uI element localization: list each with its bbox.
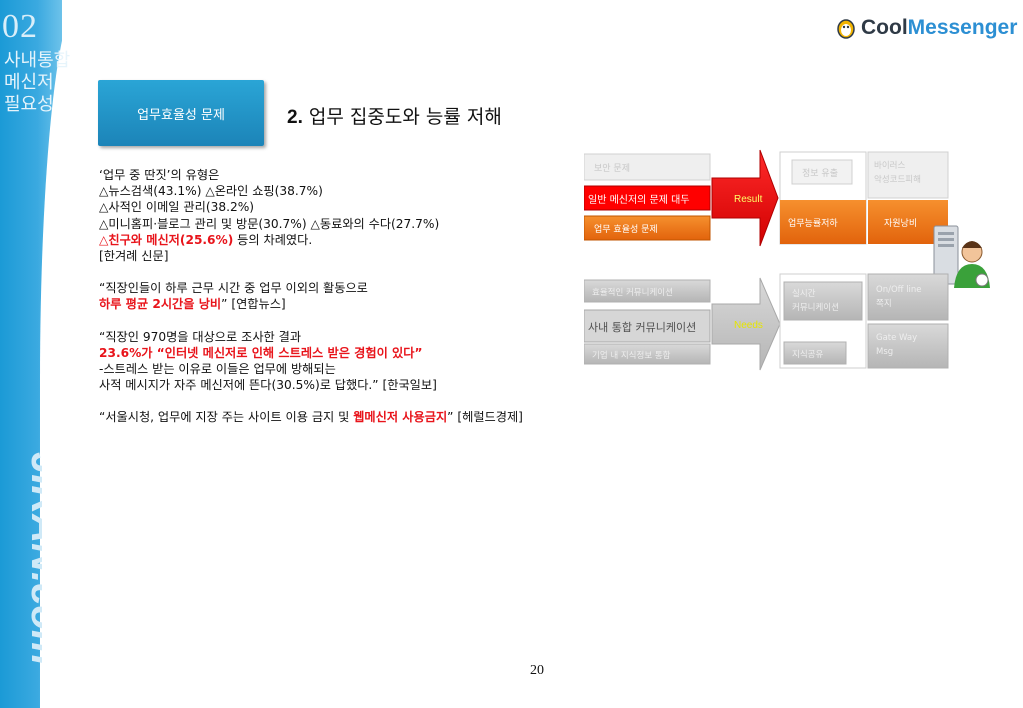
general-messenger-label: 일반 메신저의 문제 대두 <box>588 194 690 206</box>
text-run: 등의 차례였다. <box>233 232 313 247</box>
heading-number: 2. <box>287 107 303 128</box>
paragraph-3: “직장인 970명을 대상으로 조사한 결과 23.6%가 “인터넷 메신저로 … <box>99 329 579 394</box>
text-line: △미니홈피·블로그 관리 및 방문(30.7%) △동료와의 수다(27.7%) <box>99 216 440 231</box>
integrated-comm-box <box>584 309 711 343</box>
security-box <box>584 153 711 181</box>
efficiency-box <box>584 215 711 241</box>
knowledge-box <box>584 343 711 365</box>
section-title-line: 사내통합 <box>4 50 71 71</box>
paragraph-2: “직장인들이 하루 근무 시간 중 업무 이외의 활동으로 하루 평균 2시간을… <box>99 280 579 312</box>
text-line: 하루 평균 2시간을 낭비” [연합뉴스] <box>99 296 579 312</box>
source-citation: [한겨례 신문] <box>99 249 169 264</box>
leak-box <box>791 159 853 185</box>
gateway-box <box>867 323 949 369</box>
highlight-text: 23.6%가 “인터넷 메신저로 인해 스트레스 받은 경험이 있다” <box>99 345 423 360</box>
text-line: △사적인 이메일 관리(38.2%) <box>99 200 255 215</box>
mascot-icon <box>837 19 855 39</box>
section-title-line: 필요성 <box>4 94 54 115</box>
realtime-box <box>783 281 863 321</box>
knowledge-share-box <box>783 341 847 365</box>
efficiency-label: 업무 효율성 문제 <box>594 224 658 235</box>
text-run: “서울시청, 업무에 지장 주는 사이트 이용 금지 및 <box>99 410 354 425</box>
productivity-label: 업무능률저하 <box>788 218 838 229</box>
virus-box <box>867 151 949 199</box>
section-title: 사내통합 메신저 필요성 <box>4 50 94 116</box>
slide-heading: 2. 업무 집중도와 능률 저해 <box>287 102 502 129</box>
paragraph-4: “서울시청, 업무에 지장 주는 사이트 이용 금지 및 웹메신저 사용금지” … <box>99 409 579 425</box>
result-label: Result <box>734 194 763 205</box>
highlight-text: 하루 평균 2시간을 낭비 <box>99 297 222 312</box>
coolmessenger-logo: CoolMessenger <box>836 16 1017 40</box>
text-line: 사적 메시지가 자주 메신저에 뜬다(30.5%)로 답했다.” [한국일보] <box>99 378 437 393</box>
leak-label: 정보 유출 <box>802 168 838 179</box>
problem-needs-diagram: 보안 문제 일반 메신저의 문제 대두 업무 효율성 문제 Result 정보 … <box>584 149 990 371</box>
knowledge-label: 기업 내 지식정보 통합 <box>592 350 671 361</box>
general-messenger-box <box>584 185 711 211</box>
topic-tab: 업무효율성 문제 <box>98 80 264 146</box>
jiran-brand-logo: JIRAN.com <box>23 452 42 665</box>
logo-text-messenger: Messenger <box>907 16 1018 39</box>
text-line: “직장인들이 하루 근무 시간 중 업무 이외의 활동으로 <box>99 281 368 296</box>
text-line: ‘업무 중 딴짓’의 유형은 <box>99 168 220 182</box>
topic-tab-label: 업무효율성 문제 <box>137 107 225 123</box>
waste-label: 자원낭비 <box>884 218 917 229</box>
needs-arrow <box>711 277 781 371</box>
svg-text:JIRAN.com: JIRAN.com <box>23 452 42 665</box>
needs-label: Needs <box>734 320 763 331</box>
text-line: △친구와 메신저(25.6%) 등의 차례였다. <box>99 232 579 248</box>
text-line: “직장인 970명을 대상으로 조사한 결과 <box>99 329 302 344</box>
body-text: ‘업무 중 딴짓’의 유형은 △뉴스검색(43.1%) △온라인 쇼핑(38.7… <box>99 167 579 442</box>
result-arrow <box>711 149 779 247</box>
heading-text: 업무 집중도와 능률 저해 <box>308 106 502 128</box>
paragraph-1: ‘업무 중 딴짓’의 유형은 △뉴스검색(43.1%) △온라인 쇼핑(38.7… <box>99 167 579 264</box>
section-title-line: 메신저 <box>4 72 54 93</box>
text-line: △뉴스검색(43.1%) △온라인 쇼핑(38.7%) <box>99 184 323 199</box>
server-user-icon <box>933 225 990 288</box>
highlight-text: △친구와 메신저(25.6%) <box>99 232 234 247</box>
onoff-box <box>867 273 949 321</box>
integrated-comm-label: 사내 통합 커뮤니케이션 <box>588 321 696 334</box>
page-number: 20 <box>530 663 544 678</box>
efficient-comm-label: 효율적인 커뮤니케이션 <box>592 287 673 298</box>
productivity-box <box>780 200 866 244</box>
section-number: 02 <box>2 8 38 45</box>
logo-text-cool: Cool <box>861 16 908 39</box>
text-line: -스트레스 받는 이유로 이들은 업무에 방해되는 <box>99 362 336 377</box>
text-run: ” [연합뉴스] <box>221 297 286 312</box>
knowledge-share-label: 지식공유 <box>792 350 823 360</box>
highlight-text: 웹메신저 사용금지 <box>353 410 448 425</box>
text-run: ” [헤럴드경제] <box>447 410 523 425</box>
bottom-mid-frame <box>779 273 867 369</box>
security-label: 보안 문제 <box>594 163 630 174</box>
text-line: “서울시청, 업무에 지장 주는 사이트 이용 금지 및 웹메신저 사용금지” … <box>99 409 579 425</box>
efficient-comm-box <box>584 279 711 303</box>
